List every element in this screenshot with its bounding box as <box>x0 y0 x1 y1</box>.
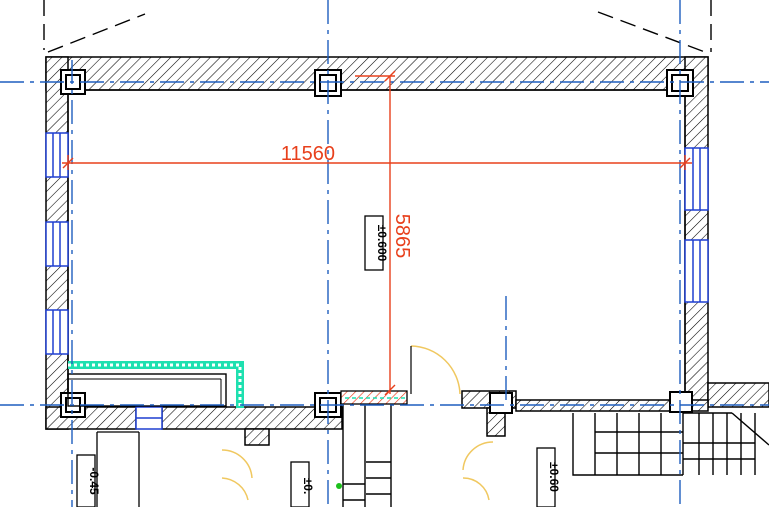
level-marker-right-below: ±0.60 <box>536 447 561 507</box>
right-wall-extension <box>707 382 769 408</box>
top-wall <box>45 56 709 91</box>
level-marker-room: ±0.600 <box>364 215 389 271</box>
door-swing-lower-left <box>221 449 253 479</box>
left-windows <box>45 132 69 355</box>
level-left-below-label: -0.45 <box>87 467 101 495</box>
right-wall <box>684 56 709 408</box>
column-bottom-right <box>669 391 693 413</box>
bottom-wall-left <box>45 406 137 430</box>
window-right-2 <box>684 239 709 303</box>
dimension-depth <box>355 70 396 396</box>
level-marker-left-below: -0.45 <box>76 454 101 507</box>
bottom-wall-pilaster <box>244 428 270 446</box>
level-marker-middle-below: ±0. <box>290 461 315 507</box>
door-swings <box>221 345 494 501</box>
walls <box>45 56 769 446</box>
column-bottom-stair <box>489 392 513 414</box>
stairs-middle <box>342 405 392 507</box>
roof-dashed-lines <box>43 0 712 53</box>
dimension-width-label: 11560 <box>281 143 335 165</box>
stairs-right <box>572 412 769 476</box>
lower-left-details <box>96 431 140 507</box>
window-left-2 <box>45 221 69 267</box>
dimension-depth-label: 5865 <box>391 214 413 259</box>
window-right-1 <box>684 147 709 211</box>
window-left-1 <box>45 132 69 178</box>
door-swing-main <box>410 345 461 395</box>
stair-marker <box>336 483 342 489</box>
level-middle-below-label: ±0. <box>301 478 315 495</box>
level-right-below-label: ±0.60 <box>547 462 561 492</box>
right-windows <box>135 147 709 430</box>
dimension-width <box>62 155 692 170</box>
window-left-3 <box>45 309 69 355</box>
level-room-label: ±0.600 <box>375 225 389 262</box>
insulated-bench <box>67 361 244 408</box>
door-swing-lower-right <box>462 441 494 471</box>
